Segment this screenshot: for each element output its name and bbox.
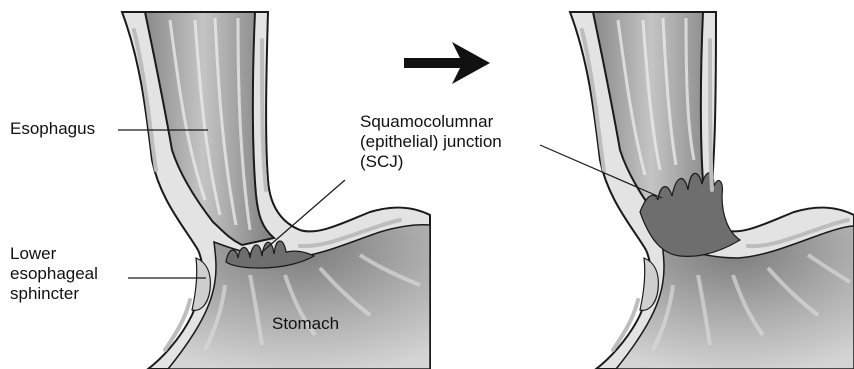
scj-line-2: (epithelial) junction <box>360 132 502 152</box>
les-line-1: Lower <box>10 244 98 264</box>
panel-displaced-junction <box>540 12 854 369</box>
label-lower-esophageal-sphincter: Lower esophageal sphincter <box>10 244 98 304</box>
label-squamocolumnar-junction: Squamocolumnar (epithelial) junction (SC… <box>360 112 502 172</box>
scj-line-1: Squamocolumnar <box>360 112 502 132</box>
les-line-3: sphincter <box>10 284 98 304</box>
scj-line-3: (SCJ) <box>360 152 502 172</box>
arrow-right-icon <box>404 42 490 84</box>
label-stomach: Stomach <box>272 314 339 334</box>
label-esophagus: Esophagus <box>10 119 95 139</box>
les-line-2: esophageal <box>10 264 98 284</box>
